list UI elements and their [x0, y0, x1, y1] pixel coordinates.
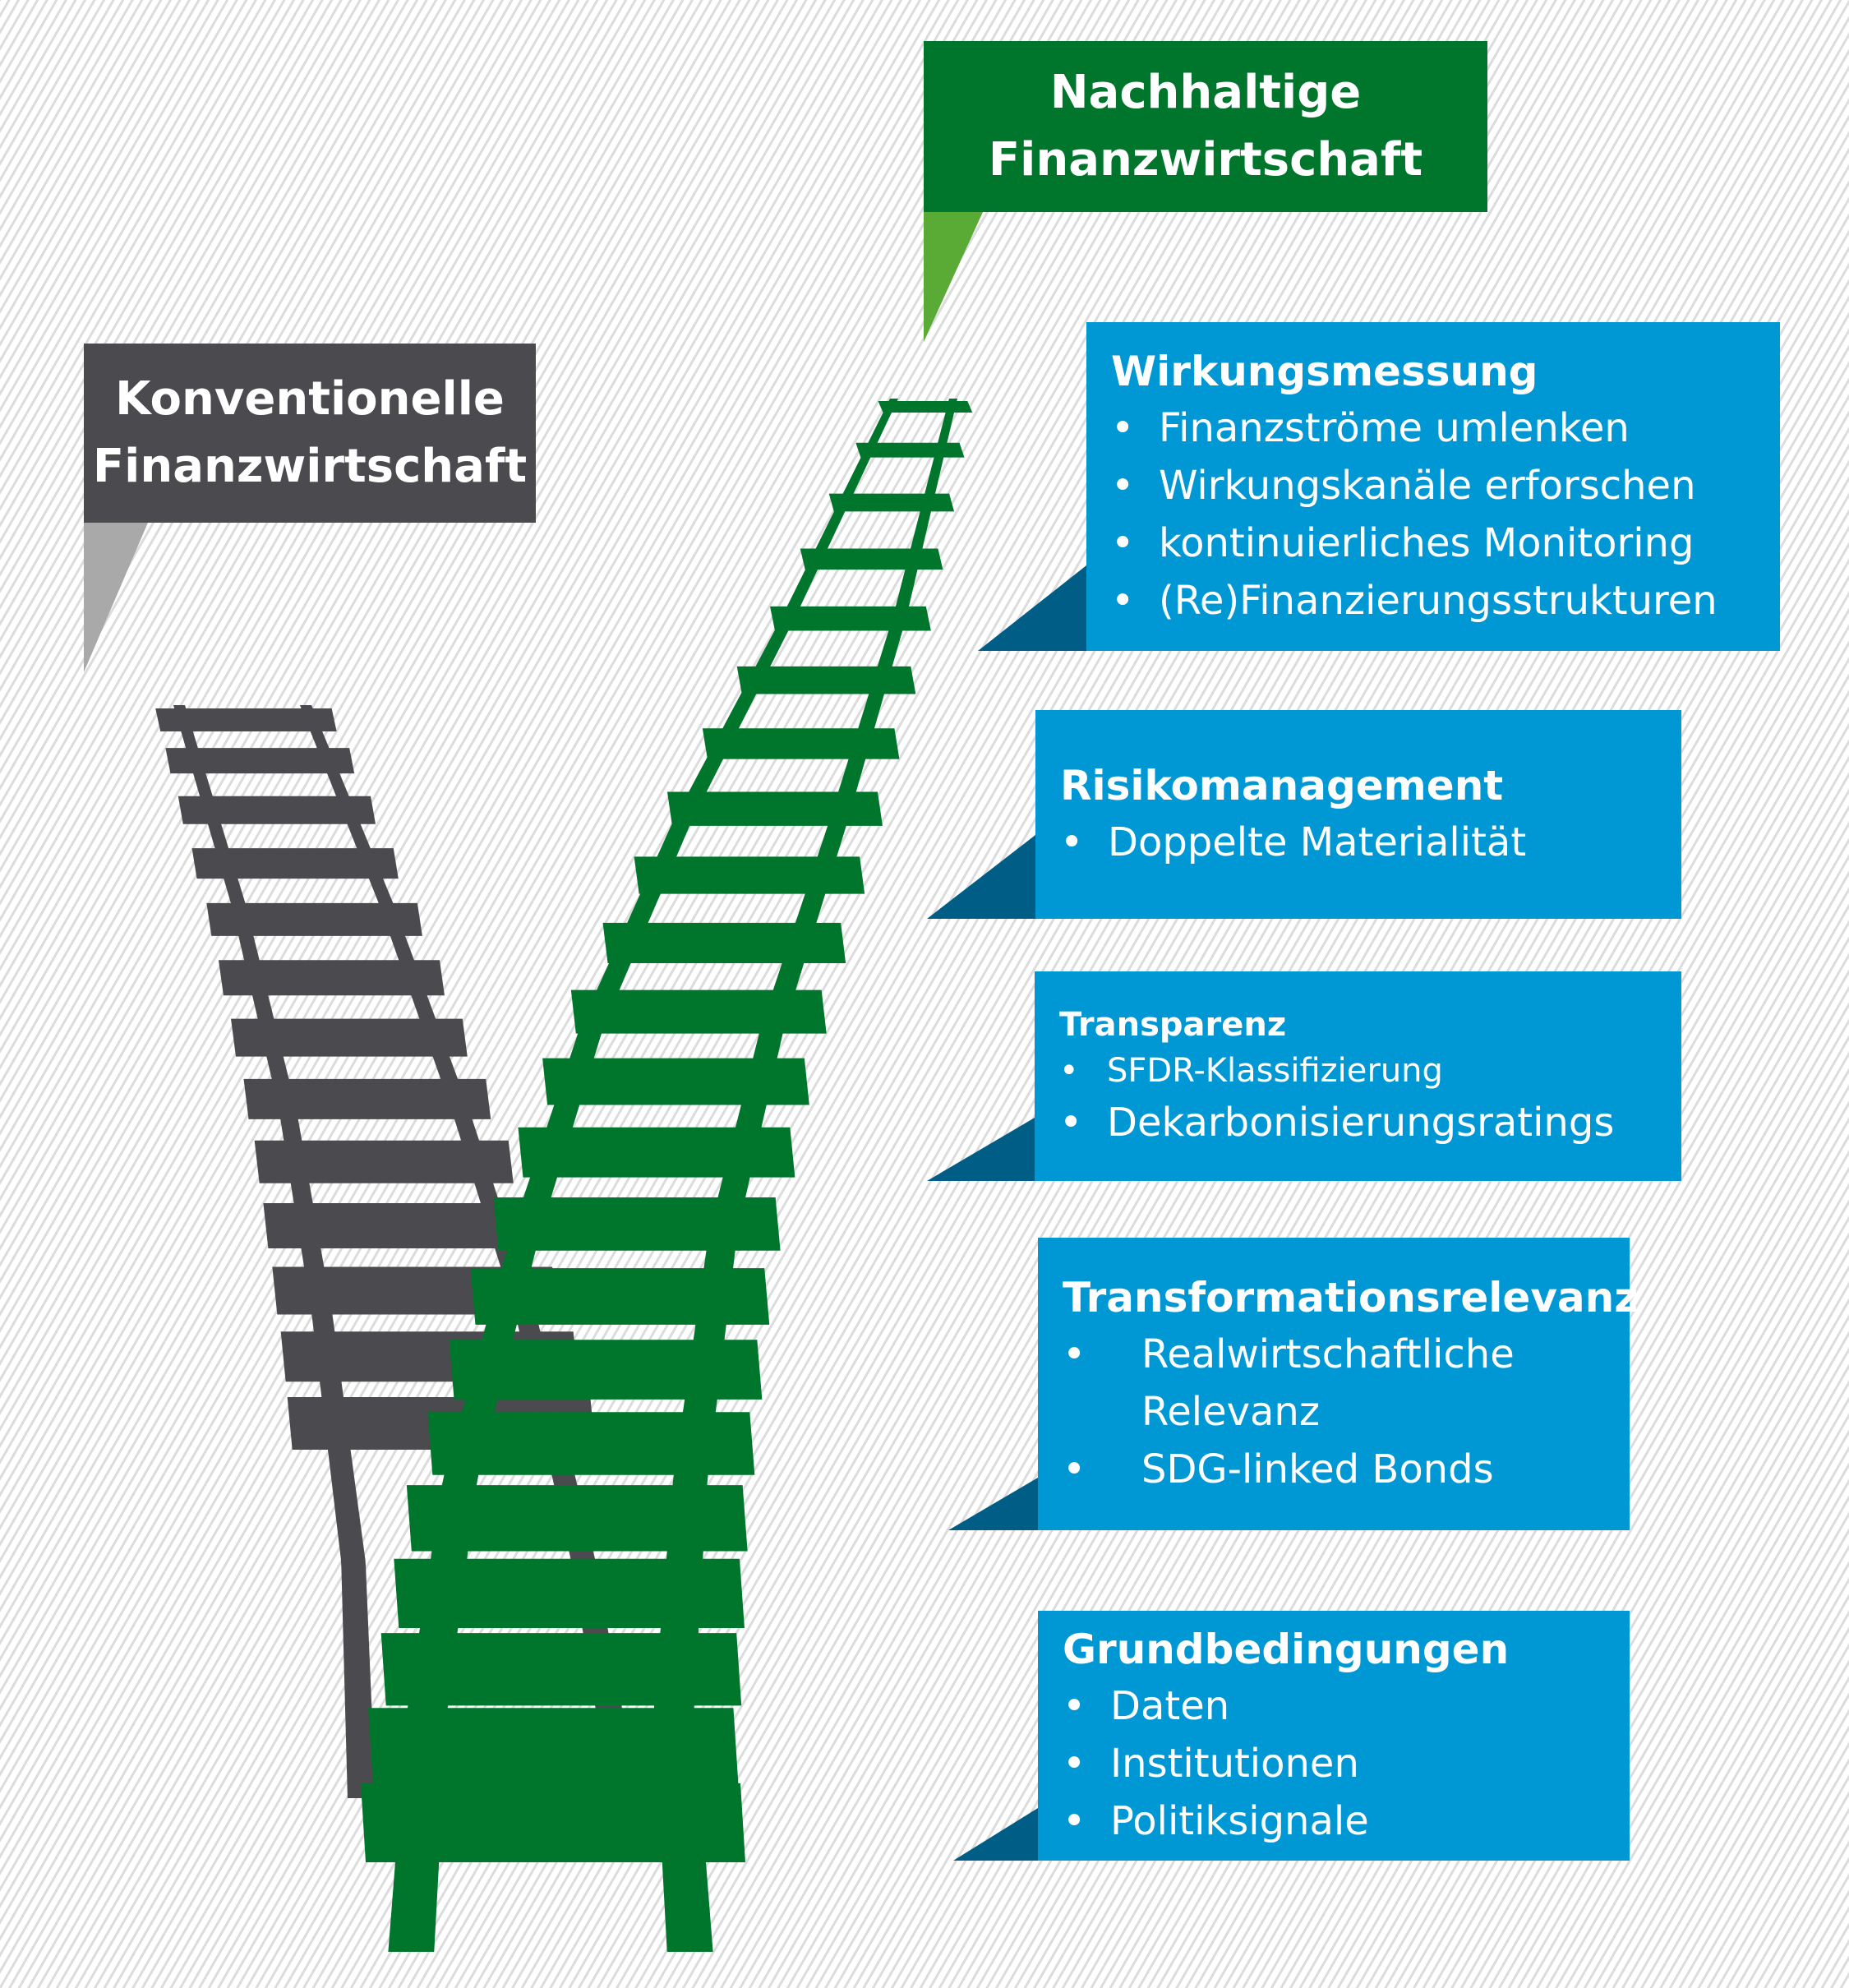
card-item: • Doppelte Materialität: [1060, 814, 1681, 871]
conventional-label-pointer: [84, 523, 148, 672]
track-sleeper: [470, 1268, 770, 1325]
card-pointer: [953, 1808, 1038, 1861]
card-item-text: Finanzströme umlenken: [1159, 405, 1630, 451]
track-sleeper: [218, 960, 445, 996]
card-item-text: (Re)Finanzierungsstrukturen: [1159, 578, 1718, 624]
track-sleeper: [380, 1633, 742, 1706]
bullet-icon: •: [1111, 463, 1135, 509]
bullet-icon: •: [1059, 1099, 1083, 1146]
sustainable-finance-label: Nachhaltige Finanzwirtschaft: [924, 41, 1487, 212]
card-item-text: SDG-linked Bonds: [1141, 1446, 1494, 1492]
card-item: • Finanzströme umlenken: [1111, 399, 1780, 457]
card-item: • SFDR-Klassifizierung: [1059, 1048, 1681, 1094]
track-sleeper: [191, 848, 399, 879]
track-sleeper: [231, 1018, 468, 1057]
card-item: • Politiksignale: [1063, 1792, 1630, 1850]
card-item: • Institutionen: [1063, 1735, 1630, 1792]
card-transparenz: Transparenz • SFDR-Klassifizierung • Dekar…: [1035, 971, 1681, 1181]
track-sleeper: [367, 1708, 739, 1784]
track-sleeper: [666, 791, 883, 826]
bullet-icon: •: [1111, 520, 1135, 566]
sustainable-title-line-2: Finanzwirtschaft: [988, 133, 1423, 187]
track-sleeper: [394, 1558, 745, 1629]
card-wirkungsmessung: Wirkungsmessung • Finanzströme umlenken •…: [1086, 322, 1780, 651]
track-sleeper: [449, 1340, 763, 1400]
bullet-icon: •: [1111, 578, 1135, 624]
card-item-text: Wirkungskanäle erforschen: [1159, 463, 1696, 509]
track-sleeper: [427, 1412, 755, 1475]
card-item: • Realwirtschaftliche Relevanz: [1063, 1326, 1572, 1441]
card-item-text: SFDR-Klassifizierung: [1107, 1051, 1443, 1090]
card-item-text: Dekarbonisierungsratings: [1107, 1099, 1615, 1146]
bullet-icon: •: [1063, 1798, 1086, 1844]
card-item-text: kontinuierliches Monitoring: [1159, 520, 1695, 566]
card-item: • (Re)Finanzierungsstrukturen: [1111, 572, 1780, 630]
card-grundbedingungen: Grundbedingungen • Daten • Institutionen •…: [1038, 1611, 1630, 1861]
track-sleeper: [702, 728, 900, 759]
card-item: • SDG-linked Bonds: [1063, 1441, 1630, 1498]
card-risikomanagement: Risikomanagement • Doppelte Materialität: [1035, 710, 1681, 919]
track-rail-left: [388, 399, 898, 1952]
bullet-icon: •: [1063, 1683, 1086, 1729]
track-sleeper: [406, 1485, 748, 1552]
bullet-icon: •: [1063, 1331, 1086, 1377]
track-sleeper: [602, 922, 846, 963]
bullet-icon: •: [1060, 819, 1084, 865]
card-item: • Wirkungskanäle erforschen: [1111, 457, 1780, 514]
card-title: Risikomanagement: [1060, 762, 1504, 809]
card-pointer: [948, 1478, 1038, 1530]
bullet-icon: •: [1063, 1741, 1086, 1787]
card-item-text: Daten: [1110, 1683, 1230, 1729]
track-sleeper: [518, 1127, 795, 1178]
sustainable-title-line-1: Nachhaltige: [1049, 66, 1362, 119]
card-transformationsrelevanz: Transformationsrelevanz • Realwirtschaftl…: [1038, 1238, 1639, 1530]
track-sleeper: [254, 1140, 514, 1183]
track-sleeper: [243, 1078, 491, 1119]
card-title: Wirkungsmessung: [1111, 348, 1538, 395]
sustainable-label-pointer: [924, 212, 983, 342]
card-item: • Dekarbonisierungsratings: [1059, 1094, 1681, 1151]
card-item-text: Politiksignale: [1110, 1798, 1369, 1844]
card-title: Transparenz: [1059, 1005, 1287, 1044]
bullet-icon: •: [1059, 1051, 1079, 1090]
conventional-title-line-2: Finanzwirtschaft: [92, 440, 528, 493]
track-sleeper: [263, 1202, 536, 1248]
card-pointer: [978, 565, 1086, 651]
track-rail-right: [653, 399, 957, 1952]
card-item-text: Realwirtschaftliche Relevanz: [1141, 1331, 1515, 1435]
card-pointer: [927, 1118, 1035, 1181]
conventional-finance-label: Konventionelle Finanzwirtschaft: [84, 344, 536, 523]
track-sleeper: [178, 796, 376, 824]
track-sleeper: [736, 666, 916, 694]
card-pointer: [927, 835, 1035, 919]
track-sleeper: [542, 1058, 809, 1105]
bullet-icon: •: [1111, 405, 1135, 451]
card-item-text: Institutionen: [1110, 1741, 1359, 1787]
bullet-icon: •: [1063, 1446, 1086, 1492]
sustainable-track: [361, 399, 973, 1952]
track-rail-left: [173, 705, 376, 1798]
track-sleeper: [361, 1783, 745, 1862]
track-sleeper: [634, 856, 865, 894]
card-title: Grundbedingungen: [1063, 1626, 1510, 1673]
card-item-text: Doppelte Materialität: [1108, 819, 1527, 865]
track-sleeper: [155, 708, 337, 731]
card-item: • kontinuierliches Monitoring: [1111, 514, 1780, 572]
track-sleeper: [206, 902, 422, 936]
conventional-title-line-1: Konventionelle: [115, 372, 505, 426]
track-sleeper: [165, 748, 355, 774]
card-title: Transformationsrelevanz: [1063, 1274, 1639, 1321]
card-item: • Daten: [1063, 1677, 1630, 1735]
